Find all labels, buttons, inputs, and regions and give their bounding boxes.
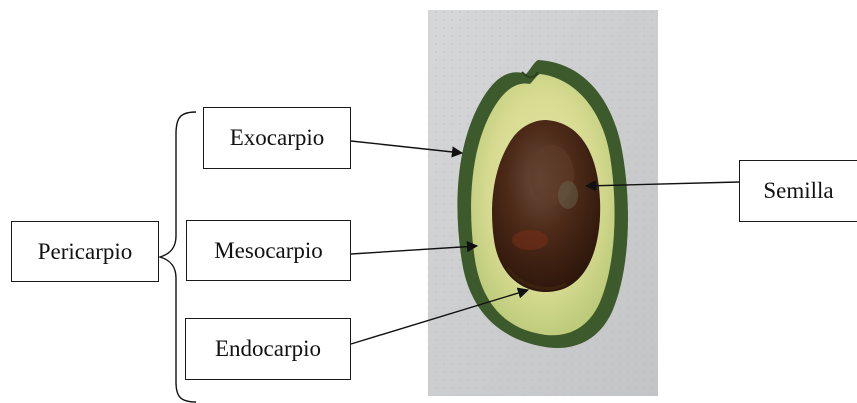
label-endocarpio-text: Endocarpio: [215, 336, 321, 362]
label-pericarpio: Pericarpio: [11, 221, 159, 282]
label-exocarpio: Exocarpio: [203, 107, 351, 169]
avocado-seed: [492, 120, 600, 292]
label-pericarpio-text: Pericarpio: [38, 239, 133, 265]
label-mesocarpio: Mesocarpio: [186, 220, 351, 281]
label-mesocarpio-text: Mesocarpio: [214, 238, 323, 264]
label-semilla: Semilla: [739, 160, 857, 222]
label-endocarpio: Endocarpio: [185, 318, 351, 380]
label-semilla-text: Semilla: [763, 178, 833, 204]
label-exocarpio-text: Exocarpio: [230, 125, 325, 151]
avocado-photo: [428, 10, 658, 396]
